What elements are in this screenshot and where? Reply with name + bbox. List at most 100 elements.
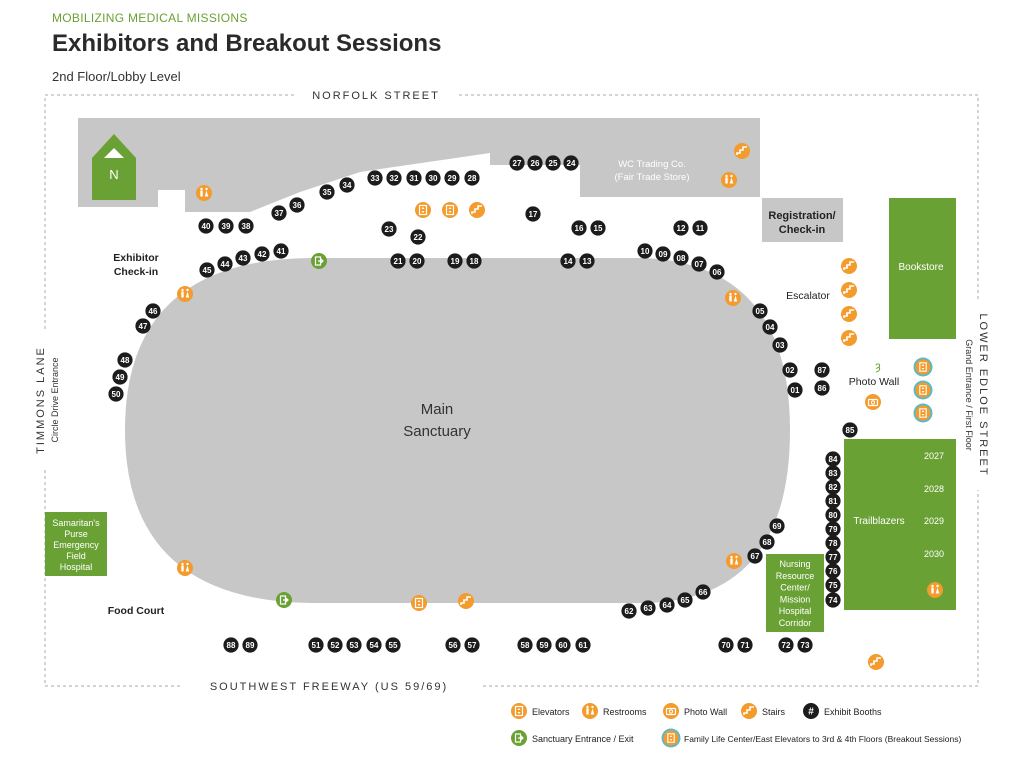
- registration-label-1: Registration/: [768, 210, 835, 222]
- exhibit-booth: 21: [390, 253, 406, 269]
- exhibit-booth: 87: [814, 362, 830, 378]
- exhibit-booth: 38: [238, 218, 254, 234]
- compass-label: N: [109, 167, 118, 182]
- exhibit-booth: 82: [825, 479, 841, 495]
- booth-number: 85: [846, 426, 855, 435]
- exhibit-booth: 15: [590, 220, 606, 236]
- booth-number: 62: [625, 607, 634, 616]
- booth-marker: [825, 507, 841, 523]
- booth-number: 56: [449, 641, 458, 650]
- family-life-elevator-icon: [912, 379, 934, 401]
- exhibit-booth: 08: [673, 250, 689, 266]
- booth-number: 11: [696, 224, 705, 233]
- legend-stairs: Stairs: [762, 707, 786, 717]
- booth-marker: [825, 465, 841, 481]
- exhibit-booth: 39: [218, 218, 234, 234]
- legend-entrance-icon: [510, 729, 528, 747]
- booth-number: 47: [139, 322, 148, 331]
- booth-marker: [787, 382, 803, 398]
- samaritan-text-line: Emergency: [53, 540, 99, 550]
- exhibit-booth: 24: [563, 155, 579, 171]
- restroom-icon: [721, 172, 737, 188]
- booth-marker: [108, 386, 124, 402]
- booth-marker: [346, 637, 362, 653]
- exhibit-booth: 66: [695, 584, 711, 600]
- booth-number: 60: [559, 641, 568, 650]
- booth-number: 50: [112, 390, 121, 399]
- exhibit-booth: 25: [545, 155, 561, 171]
- exhibit-booth: 20: [409, 253, 425, 269]
- booth-marker: [254, 246, 270, 262]
- booth-number: 18: [470, 257, 479, 266]
- registration-area: [762, 198, 843, 242]
- booth-marker: [198, 218, 214, 234]
- booth-marker: [447, 253, 463, 269]
- booth-marker: [445, 637, 461, 653]
- exhibit-booth: 85: [842, 422, 858, 438]
- samaritan-text-line: Samaritan's: [52, 518, 100, 528]
- exhibitor-checkin-label-1: Exhibitor: [113, 252, 159, 264]
- exhibit-booth: 62: [621, 603, 637, 619]
- booth-marker: [825, 563, 841, 579]
- stairs-icon: [840, 305, 858, 323]
- restroom-icon: [927, 582, 943, 598]
- legend-stairs-icon: [740, 702, 758, 720]
- booth-marker: [319, 184, 335, 200]
- booth-marker: [406, 170, 422, 186]
- sanctuary-entrance-icon: [310, 252, 328, 270]
- booth-marker: [235, 250, 251, 266]
- exhibit-booth: 18: [466, 253, 482, 269]
- booth-number: 49: [116, 373, 125, 382]
- page-title: Exhibitors and Breakout Sessions: [52, 30, 442, 57]
- booth-marker: [386, 170, 402, 186]
- exhibit-booth: 59: [536, 637, 552, 653]
- booth-number: 10: [641, 247, 650, 256]
- booth-marker: [655, 246, 671, 262]
- exhibit-booth: 81: [825, 493, 841, 509]
- booth-marker: [825, 549, 841, 565]
- legend-elevator-icon: [510, 702, 528, 720]
- nursing-resource-label: NursingResourceCenter/MissionHospitalCor…: [776, 559, 815, 628]
- booth-marker: [692, 220, 708, 236]
- exhibit-booth: 77: [825, 549, 841, 565]
- booth-number: 79: [829, 525, 838, 534]
- nursing-text-line: Corridor: [779, 618, 812, 628]
- exhibit-booth: 03: [772, 337, 788, 353]
- booth-number: 23: [385, 225, 394, 234]
- elevator-icon: [414, 201, 432, 219]
- booth-marker: [762, 319, 778, 335]
- exhibit-booth: 71: [737, 637, 753, 653]
- nursing-text-line: Center/: [780, 583, 810, 593]
- exhibit-booth: 45: [199, 262, 215, 278]
- booth-marker: [590, 220, 606, 236]
- booth-number: 80: [829, 511, 838, 520]
- booth-number: 05: [756, 307, 765, 316]
- booth-number: 25: [549, 159, 558, 168]
- booth-marker: [640, 600, 656, 616]
- exhibit-booth: 56: [445, 637, 461, 653]
- booth-number: 44: [221, 260, 230, 269]
- exhibit-booth: 47: [135, 318, 151, 334]
- exhibit-booth: 16: [571, 220, 587, 236]
- booth-marker: [825, 577, 841, 593]
- stairs-icon: [840, 329, 858, 347]
- booth-number: 42: [258, 250, 267, 259]
- exhibit-booth: 06: [709, 264, 725, 280]
- booth-marker: [621, 603, 637, 619]
- exhibit-booth: 40: [198, 218, 214, 234]
- booth-marker: [339, 177, 355, 193]
- exhibit-booth: 54: [366, 637, 382, 653]
- booth-marker: [390, 253, 406, 269]
- booth-number: 01: [791, 386, 800, 395]
- bookstore: [889, 198, 956, 339]
- booth-number: 83: [829, 469, 838, 478]
- legend-booth-symbol: #: [808, 707, 814, 718]
- booth-number: 30: [429, 174, 438, 183]
- street-west: TIMMONS LANE: [35, 346, 47, 454]
- street-east-sub: Grand Entrance / First Floor: [964, 339, 974, 451]
- booth-marker: [366, 637, 382, 653]
- booth-marker: [709, 264, 725, 280]
- booth-number: 71: [741, 641, 750, 650]
- eyebrow-text: MOBILIZING MEDICAL MISSIONS: [52, 11, 248, 25]
- legend-exhibit-booths: Exhibit Booths: [824, 707, 882, 717]
